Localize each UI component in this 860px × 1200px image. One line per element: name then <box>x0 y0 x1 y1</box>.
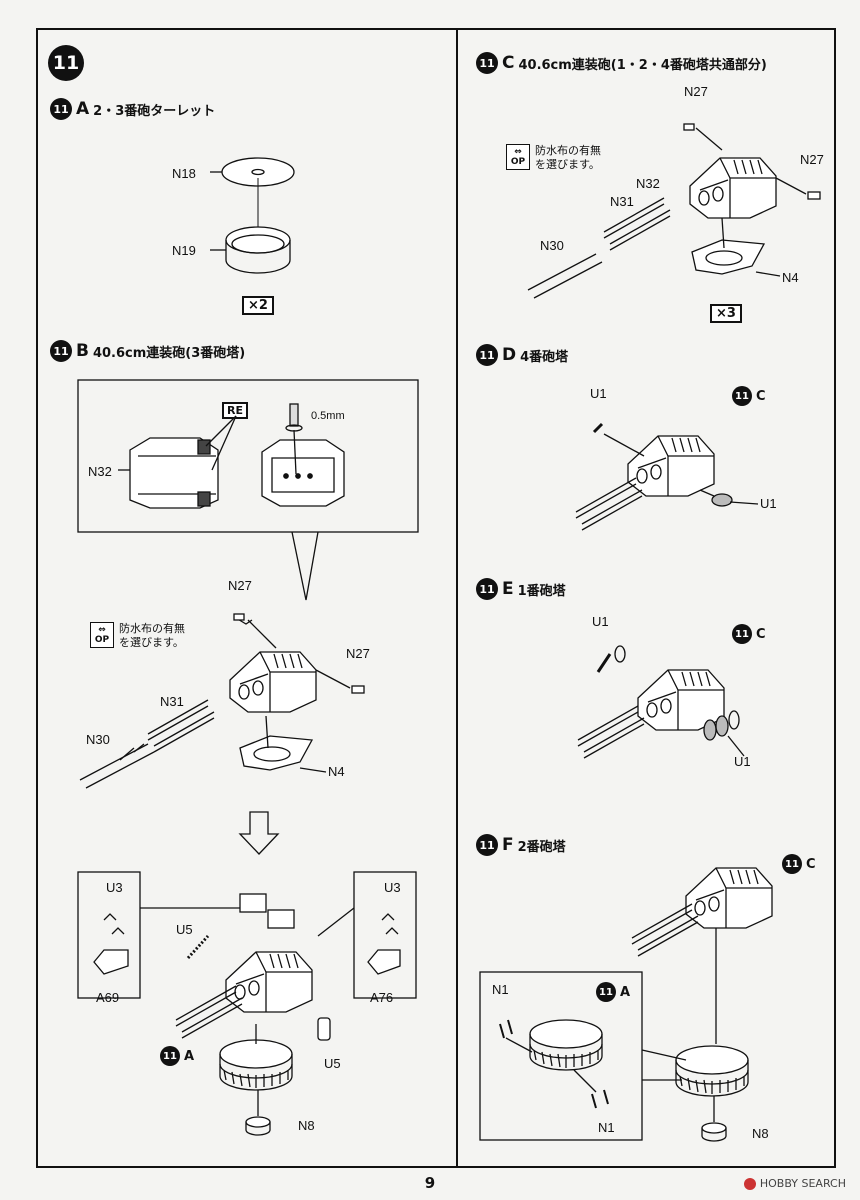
part-label-n30: N30 <box>86 732 110 747</box>
sub-step-letter: C <box>502 53 515 73</box>
sub-step-letter: B <box>76 341 89 361</box>
step-ref-badge: 11 <box>160 1046 180 1066</box>
part-label-n4: N4 <box>782 270 799 285</box>
option-text-line2: を選びます。 <box>119 636 184 649</box>
step-ref-badge: 11 <box>732 386 752 406</box>
step-ref-badge: 11 <box>476 834 498 856</box>
option-icon: ⇔OP <box>90 622 114 648</box>
part-label-n27: N27 <box>228 578 252 593</box>
part-label-n27: N27 <box>684 84 708 99</box>
part-label-n27: N27 <box>346 646 370 661</box>
quantity-multiplier: ×3 <box>710 304 742 323</box>
option-icon-text: OP <box>510 157 526 167</box>
part-label-u1: U1 <box>760 496 777 511</box>
u3-detail-box-left <box>77 871 141 999</box>
part-label-n18: N18 <box>172 166 196 181</box>
page-number: 9 <box>424 1174 436 1192</box>
part-label-n32: N32 <box>88 464 112 479</box>
step-ref-badge: 11 <box>732 624 752 644</box>
ref-letter: A <box>620 984 631 1000</box>
part-label-n31: N31 <box>610 194 634 209</box>
ref-letter: A <box>184 1048 195 1064</box>
option-icon-arrow: ⇔ <box>98 625 106 635</box>
part-label-n1: N1 <box>598 1120 615 1135</box>
option-text-line1: 防水布の有無 <box>119 622 185 635</box>
sub-step-letter: D <box>502 345 517 365</box>
sub-step-f-header: 11 F 2番砲塔 <box>476 834 566 856</box>
step-number-badge: 11 <box>48 45 84 81</box>
sub-step-letter: F <box>502 835 514 855</box>
turret-housing-under-view <box>261 403 345 507</box>
step-ref-badge: 11 <box>50 98 72 120</box>
turret-housing-top-view <box>118 415 237 509</box>
quantity-multiplier: ×2 <box>242 296 274 315</box>
step-ref-badge: 11 <box>476 344 498 366</box>
watermark: HOBBY SEARCH <box>743 1177 846 1190</box>
watermark-text: HOBBY SEARCH <box>759 1177 846 1190</box>
sub-step-title: 2番砲塔 <box>517 839 566 855</box>
step-ref-badge: 11 <box>782 854 802 874</box>
part-label-n8: N8 <box>752 1126 769 1141</box>
option-icon-text: OP <box>94 635 110 645</box>
part-label-u5: U5 <box>176 922 193 937</box>
part-label-u3: U3 <box>384 880 401 895</box>
part-label-n19: N19 <box>172 243 196 258</box>
part-label-u3: U3 <box>106 880 123 895</box>
option-note: ⇔OP 防水布の有無を選びます。 <box>90 622 185 650</box>
option-note: ⇔OP 防水布の有無を選びます。 <box>506 144 601 172</box>
detail-pointer <box>291 531 319 601</box>
instruction-frame <box>36 28 836 1168</box>
part-label-u1: U1 <box>734 754 751 769</box>
sub-step-letter: A <box>76 99 90 119</box>
sub-step-title: 2・3番砲ターレット <box>93 103 216 119</box>
down-arrow-icon <box>238 811 280 855</box>
sub-step-a-header: 11 A 2・3番砲ターレット <box>50 98 215 120</box>
watermark-logo-icon <box>743 1177 756 1190</box>
part-label-n27: N27 <box>800 152 824 167</box>
u3-detail-box-right <box>353 871 417 999</box>
sub-step-c-header: 11 C 40.6cm連装砲(1・2・4番砲塔共通部分) <box>476 52 767 74</box>
sub-step-title: 1番砲塔 <box>517 583 566 599</box>
option-icon-arrow: ⇔ <box>514 147 522 157</box>
ref-11a-callout: 11 A <box>160 1046 194 1066</box>
option-text-line1: 防水布の有無 <box>535 144 601 157</box>
step-ref-badge: 11 <box>476 578 498 600</box>
ref-11c-callout: 11 C <box>732 624 766 644</box>
part-label-n31: N31 <box>160 694 184 709</box>
part-label-u1: U1 <box>590 386 607 401</box>
ref-letter: C <box>806 856 816 872</box>
sub-step-title: 40.6cm連装砲(1・2・4番砲塔共通部分) <box>518 57 767 73</box>
option-icon: ⇔OP <box>506 144 530 170</box>
drill-size-label: 0.5mm <box>311 410 345 422</box>
ref-11c-callout: 11 C <box>782 854 816 874</box>
turret-ring-n19 <box>210 226 291 274</box>
sub-step-d-header: 11 D 4番砲塔 <box>476 344 568 366</box>
sub-step-title: 40.6cm連装砲(3番砲塔) <box>92 345 246 361</box>
option-text-line2: を選びます。 <box>535 158 600 171</box>
sub-step-b-header: 11 B 40.6cm連装砲(3番砲塔) <box>50 340 245 362</box>
turret-disc-n18 <box>210 157 295 187</box>
step-ref-badge: 11 <box>596 982 616 1002</box>
ring-detail-box <box>479 971 643 1141</box>
sub-step-title: 4番砲塔 <box>520 349 569 365</box>
ref-letter: C <box>756 388 766 404</box>
column-divider <box>456 28 458 1168</box>
part-label-n8: N8 <box>298 1118 315 1133</box>
part-label-n4: N4 <box>328 764 345 779</box>
step-ref-badge: 11 <box>50 340 72 362</box>
ref-11a-callout: 11 A <box>596 982 630 1002</box>
detail-box <box>77 379 419 533</box>
sub-step-letter: E <box>502 579 514 599</box>
sub-step-e-header: 11 E 1番砲塔 <box>476 578 566 600</box>
step-ref-badge: 11 <box>476 52 498 74</box>
part-label-n1: N1 <box>492 982 509 997</box>
part-label-u5: U5 <box>324 1056 341 1071</box>
ref-letter: C <box>756 626 766 642</box>
part-label-n32: N32 <box>636 176 660 191</box>
part-label-n30: N30 <box>540 238 564 253</box>
ref-11c-callout: 11 C <box>732 386 766 406</box>
part-label-u1: U1 <box>592 614 609 629</box>
